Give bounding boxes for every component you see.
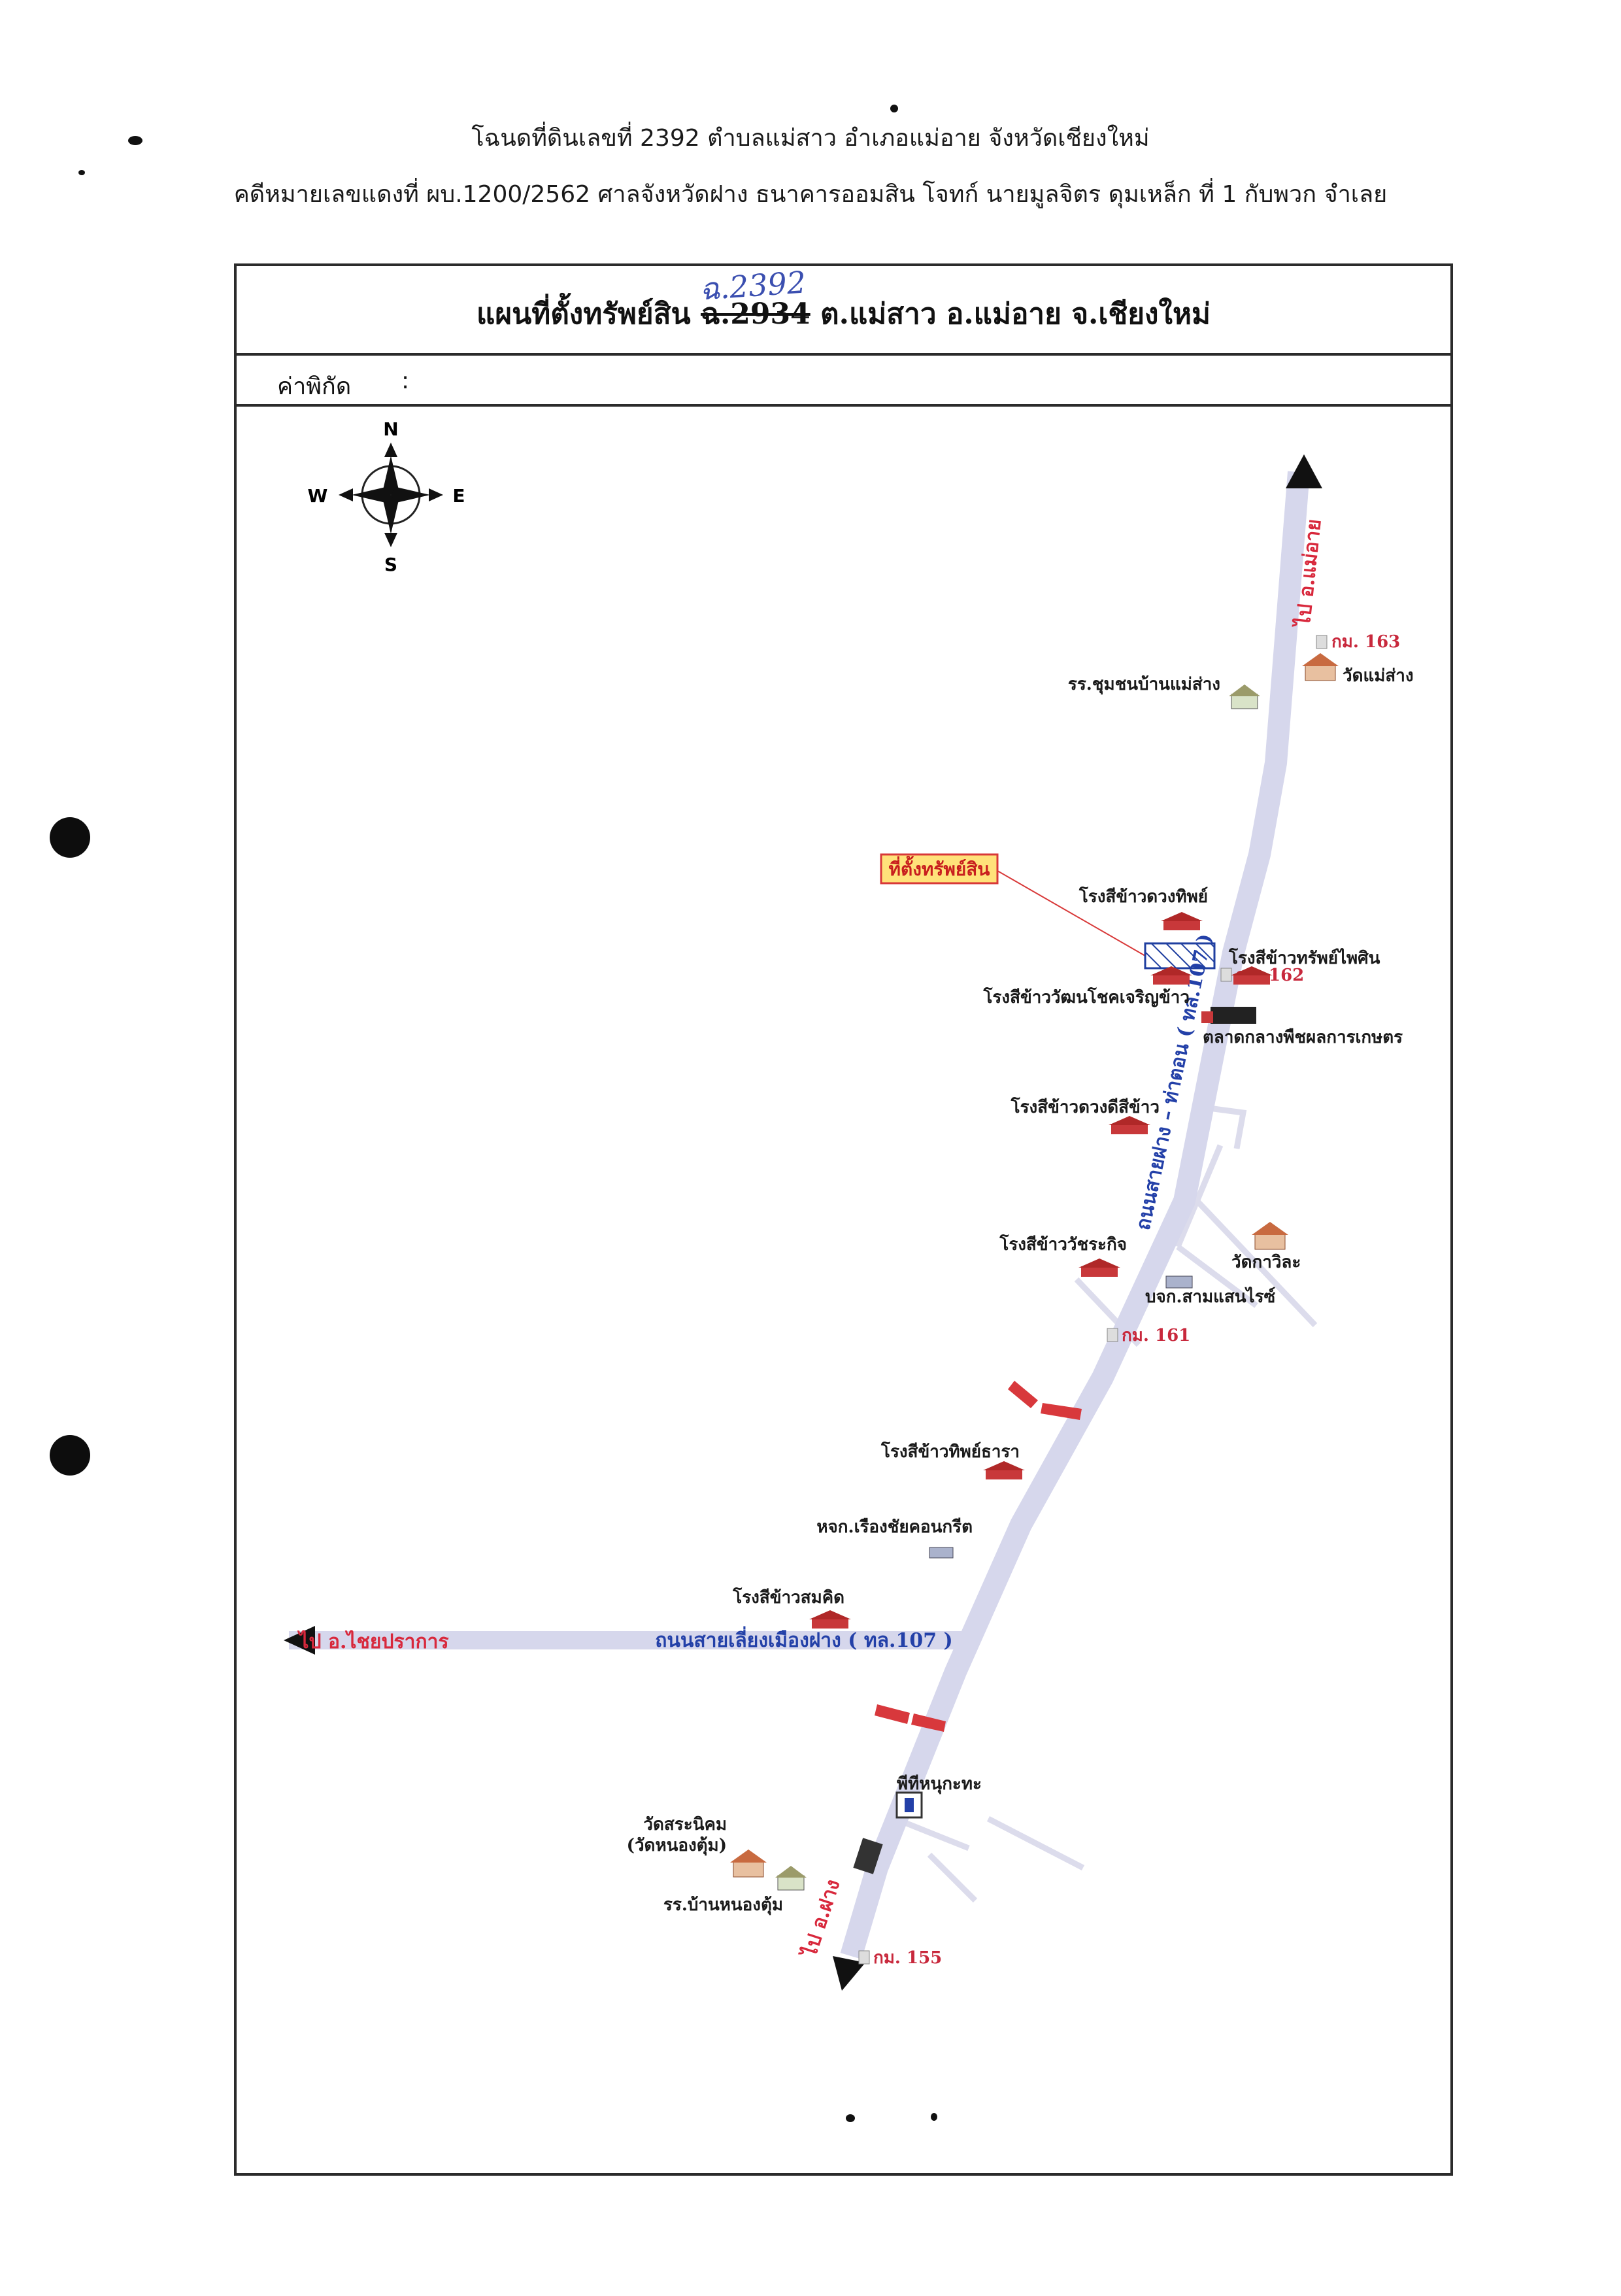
side-roads (902, 1103, 1318, 1903)
label-dir-south: ไป อ.ฝาง (797, 1876, 845, 1961)
label-school-nongtum: รร.บ้านหนองตุ้ม (663, 1895, 783, 1916)
label-mill-duangthip: โรงสีข้าวดวงทิพย์ (1078, 886, 1208, 907)
place-icons (730, 653, 1339, 1891)
km-155: กม. 155 (873, 1948, 942, 1968)
rice-mill-icon (1109, 1116, 1150, 1134)
compass-needle-n (383, 456, 399, 495)
km-post-163-icon (1316, 635, 1328, 649)
label-wat-sarapi: วัดสระนิคม (643, 1815, 727, 1834)
label-mill-sapthara: โรงสีข้าวทิพย์ธารา (880, 1441, 1020, 1462)
building-icon (853, 1838, 883, 1874)
arrow-s-icon (384, 533, 397, 547)
rice-mill-icon (1161, 912, 1203, 930)
label-school-maesang: รร.ชุมชนบ้านแม่ส่าง (1068, 675, 1220, 695)
scan-speck (890, 105, 898, 112)
compass-needle-w (352, 487, 391, 503)
punch-hole (50, 1435, 90, 1476)
rice-mill-icon (1078, 1258, 1120, 1277)
scan-speck (846, 2114, 855, 2122)
map-title: แผนที่ตั้งทรัพย์สิน ฉ.2934 ต.แม่สาว อ.แม… (237, 291, 1450, 337)
arrow-e-icon (429, 488, 443, 501)
rice-mill-icon (983, 1461, 1025, 1479)
compass-needle-e (391, 487, 430, 503)
temple-icon (1252, 1222, 1288, 1250)
school-icon (775, 1866, 807, 1891)
side-road-6 (902, 1819, 970, 1851)
km-161: กม. 161 (1122, 1326, 1190, 1345)
gas-station-icon (895, 1791, 923, 1819)
arrow-north-icon (1286, 454, 1322, 488)
compass-needle-s (383, 495, 399, 534)
label-wat-kawila: วัดกาวิละ (1231, 1253, 1301, 1272)
label-mill-watchara: โรงสีข้าววัชระกิจ (999, 1234, 1127, 1255)
label-bypass-road: ถนนสายเลี่ยงเมืองฝาง ( ทล.107 ) (655, 1626, 953, 1652)
main-road (840, 471, 1310, 1959)
compass-n: N (383, 418, 398, 440)
title-deed-struck: ฉ.2934 (700, 297, 811, 331)
coordinate-row: ค่าพิกัด : (237, 356, 1450, 407)
label-wat-sarapi-sub: (วัดหนองตุ้ม) (627, 1836, 727, 1856)
rice-mill-icon (1231, 966, 1273, 985)
arrow-w-icon (339, 488, 353, 501)
market-icon (1201, 1007, 1256, 1024)
factory-icon (1165, 1275, 1193, 1289)
side-road-7 (927, 1852, 978, 1903)
label-mill-duangdee: โรงสีข้าวดวงดีสีข้าว (1011, 1096, 1160, 1117)
property-leader-line (997, 870, 1146, 956)
title-suffix: ต.แม่สาว อ.แม่อาย จ.เชียงใหม่ (820, 297, 1211, 331)
title-prefix: แผนที่ตั้งทรัพย์สิน (476, 297, 691, 331)
arrow-west-icon (284, 1626, 315, 1655)
header-line-2: คดีหมายเลขแดงที่ ผบ.1200/2562 ศาลจังหวัด… (233, 181, 1388, 208)
title-row: แผนที่ตั้งทรัพย์สิน ฉ.2934 ต.แม่สาว อ.แม… (237, 264, 1450, 356)
rice-mill-icon (809, 1610, 851, 1629)
property-parcel (1144, 942, 1216, 970)
label-mill-supphaisin: โรงสีข้าวทรัพย์ไพศิน (1228, 947, 1380, 968)
arrow-south-icon (833, 1956, 865, 1991)
rice-mill-icon (1150, 966, 1192, 985)
km-post-161-icon (1107, 1328, 1118, 1342)
coordinate-colon: : (401, 367, 410, 394)
property-marker: ที่ตั้งทรัพย์สิน (880, 853, 1216, 970)
label-ptt: พีทีหนุกะทะ (897, 1774, 982, 1795)
temple-icon (1302, 653, 1339, 681)
compass-w: W (308, 485, 328, 507)
punch-hole (50, 817, 90, 858)
factory-icon (929, 1547, 954, 1559)
side-road-4 (1176, 1244, 1258, 1308)
header-line-1: โฉนดที่ดินเลขที่ 2392 ตำบลแม่สาว อำเภอแม… (471, 125, 1150, 152)
label-mill-sommit: โรงสีข้าวสมคิด (732, 1587, 844, 1608)
property-label: ที่ตั้งทรัพย์สิน (889, 855, 990, 880)
property-label-box (880, 853, 999, 885)
compass-e: E (452, 485, 465, 507)
label-samsan-rice: บจก.สามแสนไรซ์ (1145, 1286, 1276, 1307)
compass-rose: N S E W (308, 418, 465, 575)
coordinate-label: ค่าพิกัด (277, 373, 352, 400)
label-market: ตลาดกลางพืชผลการเกษตร (1203, 1028, 1403, 1047)
bridge-1 (1008, 1381, 1082, 1420)
km-post-155-icon (858, 1950, 870, 1965)
side-road-2 (1175, 1144, 1224, 1248)
scan-speck (78, 170, 85, 175)
scan-speck (128, 136, 142, 145)
km-post-162-icon (1220, 968, 1232, 982)
bridge-2 (875, 1704, 946, 1732)
arrow-n-icon (384, 443, 397, 457)
label-wat-maesang: วัดแม่ส่าง (1343, 666, 1414, 686)
label-concrete: หจก.เรืองชัยคอนกรีต (816, 1517, 973, 1537)
compass-s: S (384, 554, 397, 575)
scan-speck (931, 2113, 937, 2121)
label-mill-chokcharoen: โรงสีข้าววัฒนโชคเจริญข้าว (982, 987, 1190, 1007)
side-road-8 (986, 1816, 1085, 1870)
temple-icon (730, 1849, 767, 1878)
side-road-3 (1188, 1192, 1318, 1328)
km-163: กม. 163 (1331, 632, 1400, 652)
school-icon (1229, 684, 1260, 709)
map-frame: แผนที่ตั้งทรัพย์สิน ฉ.2934 ต.แม่สาว อ.แม… (234, 263, 1453, 2176)
location-map: N S E W ถนนสายฝาง – ท่าตอน ( ทล.107 ) ถน… (284, 418, 1414, 1991)
label-dir-west: ไป อ.ไชยปราการ (297, 1630, 448, 1653)
